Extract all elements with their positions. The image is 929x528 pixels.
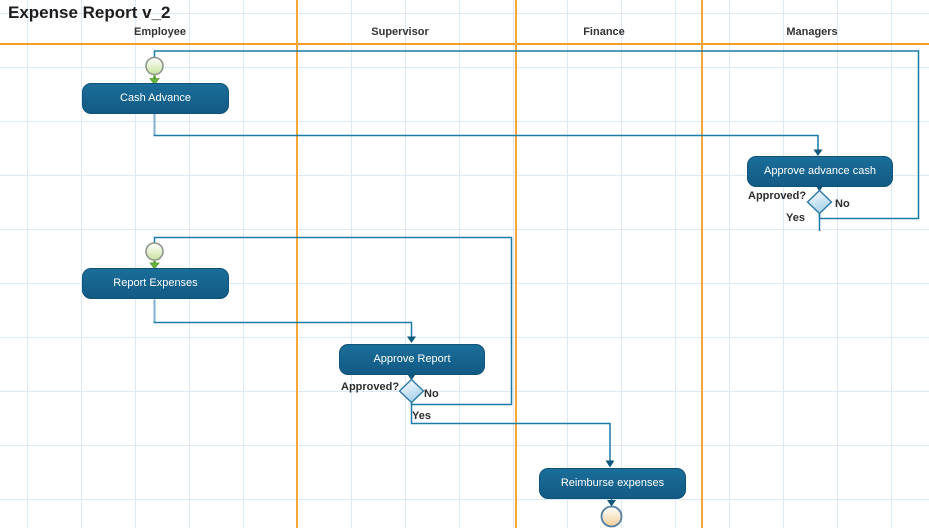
gateway1-yes-label: Yes: [786, 212, 805, 224]
gateway2-no-label: No: [424, 388, 439, 400]
lane-header-supervisor: Supervisor: [371, 26, 429, 38]
arrowhead-into-reimburse: [605, 460, 615, 468]
task-report-expenses[interactable]: Report Expenses: [82, 268, 229, 299]
connector-no-loop-supervisor-to-start[interactable]: [153, 236, 513, 406]
gateway2-yes-label: Yes: [412, 410, 431, 422]
task-approve-advance-cash[interactable]: Approve advance cash: [747, 156, 893, 187]
connector-cash-advance-to-approve[interactable]: [153, 134, 819, 151]
pool-header-divider: [0, 43, 929, 45]
lane-header-employee: Employee: [134, 26, 186, 38]
diagram-title: Expense Report v_2: [8, 3, 171, 22]
connector-yes-to-reimburse[interactable]: [410, 401, 611, 462]
gateway2-question-label: Approved?: [341, 381, 400, 393]
start-event-cash-advance[interactable]: [145, 56, 164, 76]
task-report-expenses-label: Report Expenses: [113, 277, 198, 289]
task-reimburse-expenses[interactable]: Reimburse expenses: [539, 468, 686, 499]
lane-divider-finance-managers: [701, 0, 703, 528]
task-approve-report-label: Approve Report: [373, 353, 451, 365]
arrowhead-into-approve-report: [407, 336, 416, 343]
arrowhead-into-approve-advance-cash: [813, 149, 823, 156]
arrowhead-into-end-event: [607, 500, 616, 507]
task-cash-advance[interactable]: Cash Advance: [82, 83, 229, 114]
end-event[interactable]: [600, 505, 623, 528]
task-approve-report[interactable]: Approve Report: [339, 344, 485, 375]
lane-divider-supervisor-finance: [515, 0, 517, 528]
gateway1-no-label: No: [835, 198, 850, 210]
gateway1-question-label: Approved?: [748, 190, 807, 202]
gateway-approved-supervisor[interactable]: [398, 378, 425, 404]
start-event-report-expenses[interactable]: [145, 242, 164, 261]
start-arrow2-icon: [149, 262, 160, 270]
task-reimburse-expenses-label: Reimburse expenses: [560, 477, 665, 489]
task-approve-advance-cash-label: Approve advance cash: [764, 165, 876, 177]
arrowhead-into-gateway2: [407, 373, 416, 381]
connector-report-to-approve-report[interactable]: [153, 321, 413, 338]
lane-header-finance: Finance: [583, 26, 625, 38]
gateway-approved-managers[interactable]: [806, 189, 833, 215]
lane-divider-employee-supervisor: [296, 0, 298, 528]
task-cash-advance-label: Cash Advance: [120, 92, 191, 104]
lane-header-managers: Managers: [786, 26, 838, 38]
start-arrow1-icon: [149, 78, 160, 86]
